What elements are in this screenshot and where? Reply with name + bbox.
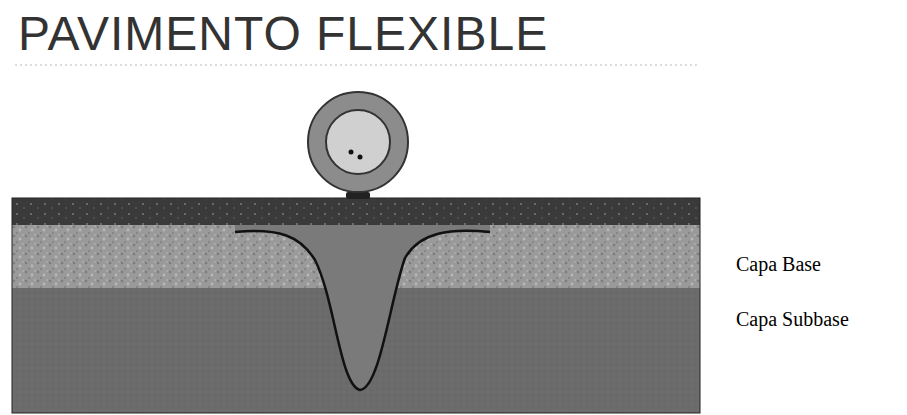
layer-label: Capa Subbase	[736, 308, 849, 331]
diagram-title: PAVIMENTO FLEXIBLE	[18, 6, 548, 61]
layer-label: Capa Base	[736, 253, 821, 276]
